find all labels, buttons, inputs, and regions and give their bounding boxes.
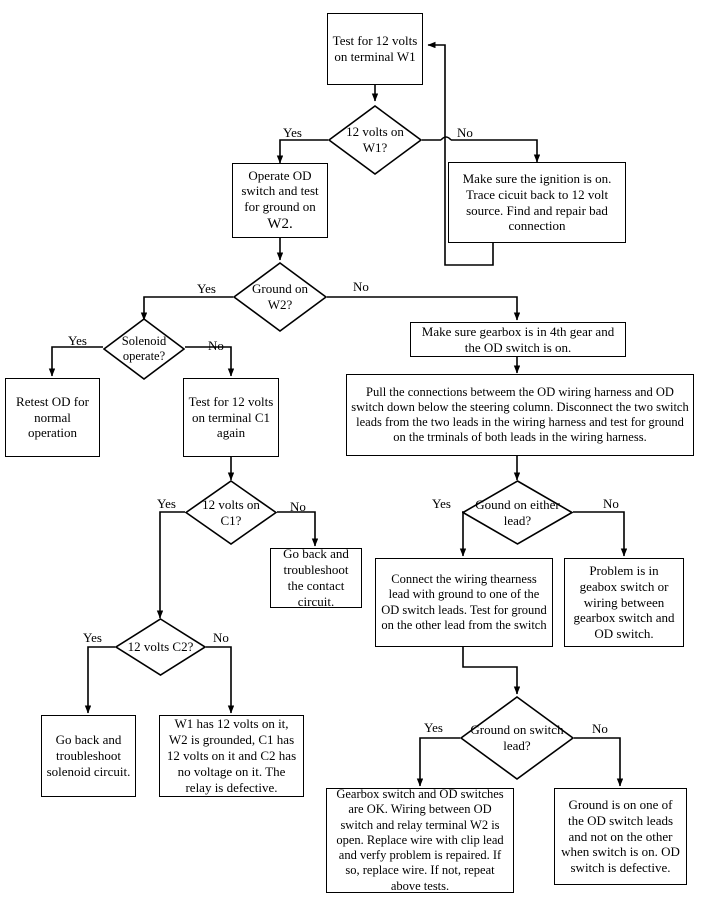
node-text: Solenoid operate? (121, 334, 167, 363)
edge-q12vw1-no-2 (451, 139, 541, 163)
node-test-12-volts-c1-again[interactable]: Test for 12 volts on terminal C1 again (183, 378, 279, 457)
node-text: Gearbox switch and OD switches are OK. W… (336, 787, 504, 893)
node-decision-ground-on-w2[interactable]: Ground on W2? (233, 262, 327, 332)
node-text: Make sure gearbox is in 4th gear and the… (421, 323, 615, 355)
node-make-sure-ignition-on[interactable]: Make sure the ignition is on. Trace cicu… (448, 162, 626, 243)
node-decision-12-volts-on-c1[interactable]: 12 volts on C1? (185, 480, 277, 545)
node-decision-gound-on-either-lead[interactable]: Gound on either lead? (462, 480, 573, 545)
edge-label-w2-no: No (353, 279, 369, 294)
node-text: Operate OD switch and test for ground on (241, 167, 319, 215)
node-text: Ground on W2? (252, 281, 308, 312)
edge-q12vc1-yes (156, 511, 185, 619)
node-go-back-solenoid-circuit[interactable]: Go back and troubleshoot solenoid circui… (41, 715, 136, 797)
node-decision-12-volts-c2[interactable]: 12 volts C2? (115, 618, 206, 676)
node-text: Test for 12 volts on terminal C1 again (188, 393, 274, 441)
node-connect-harness-lead[interactable]: Connect the wiring thearness lead with g… (375, 558, 553, 647)
diamond-shape (185, 480, 277, 545)
node-text: 12 volts on W1? (346, 124, 404, 155)
node-gearbox-and-od-switches-ok[interactable]: Gearbox switch and OD switches are OK. W… (326, 787, 514, 893)
edge-qgroundw2-yes (140, 296, 233, 321)
node-gearbox-4th-gear[interactable]: Make sure gearbox is in 4th gear and the… (410, 322, 626, 357)
edge-label-w2-yes: Yes (197, 281, 216, 296)
node-text: 12 volts on C1? (202, 496, 260, 528)
node-text-emphasis: W2. (267, 216, 293, 233)
node-decision-ground-on-switch-lead[interactable]: Ground on switch lead? (460, 696, 574, 780)
node-text: W1 has 12 volts on it, W2 is grounded, C… (166, 716, 297, 795)
edge-qgoundeither-no (573, 511, 628, 557)
node-text: Go back and troubleshoot solenoid circui… (46, 732, 131, 779)
node-text: Ground is on one of the OD switch leads … (561, 796, 680, 876)
diamond-shape (115, 618, 206, 676)
node-text: Gound on either lead? (475, 496, 560, 528)
node-text: Retest OD for normal operation (16, 393, 89, 441)
edge-qgroundswitchlead-no (574, 737, 624, 787)
edge-qsolenoid-yes (48, 346, 103, 377)
edge-q12vc1-no (277, 511, 319, 547)
node-relay-is-defective[interactable]: W1 has 12 volts on it, W2 is grounded, C… (159, 715, 304, 797)
diamond-shape (103, 318, 185, 380)
node-decision-solenoid-operate[interactable]: Solenoid operate? (103, 318, 185, 380)
edge-label-solenoid-yes: Yes (68, 333, 87, 348)
edge-qgroundswitchlead-yes (416, 737, 460, 787)
edge-label-solenoid-no: No (208, 338, 224, 353)
edge-label-either-yes: Yes (432, 496, 451, 511)
node-text: Go back and troubleshoot the contact cir… (283, 546, 349, 609)
edge-q12vw1-no-hop (440, 136, 452, 141)
node-text: Test for 12 volts on terminal W1 (332, 33, 418, 64)
node-go-back-contact-circuit[interactable]: Go back and troubleshoot the contact cir… (270, 546, 362, 609)
diamond-shape (233, 262, 327, 332)
edge-q12vc2-no (206, 646, 235, 714)
edge-label-c2-no: No (213, 630, 229, 645)
edge-q12vw1-yes (276, 139, 328, 164)
edge-label-c1-yes: Yes (157, 496, 176, 511)
node-decision-12-volts-on-w1[interactable]: 12 volts on W1? (328, 105, 422, 175)
edge-qgroundw2-no (327, 296, 521, 321)
node-text: Ground on switch lead? (470, 722, 564, 753)
edge-label-c2-yes: Yes (83, 630, 102, 645)
node-text: Problem is in geabox switch or wiring be… (573, 562, 675, 642)
edge-label-either-no: No (603, 496, 619, 511)
node-text: Pull the connections betweem the OD wiri… (351, 384, 689, 445)
node-text: Connect the wiring thearness lead with g… (381, 572, 547, 632)
edge-q12vc2-yes (84, 646, 115, 714)
node-retest-od-normal-operation[interactable]: Retest OD for normal operation (5, 378, 100, 457)
diamond-shape (462, 480, 573, 545)
diamond-shape (328, 105, 422, 175)
node-pull-connections[interactable]: Pull the connections betweem the OD wiri… (346, 374, 694, 456)
edge-label-w1-yes: Yes (283, 125, 302, 140)
node-problem-gearbox-switch[interactable]: Problem is in geabox switch or wiring be… (564, 558, 684, 647)
diamond-shape (460, 696, 574, 780)
edge-label-switchlead-no: No (592, 721, 608, 736)
node-text: Make sure the ignition is on. Trace cicu… (462, 170, 612, 234)
node-text: 12 volts C2? (127, 639, 194, 655)
edge-label-w1-no: No (457, 125, 473, 140)
edge-label-switchlead-yes: Yes (424, 720, 443, 735)
node-od-switch-defective[interactable]: Ground is on one of the OD switch leads … (554, 788, 687, 885)
edge-label-c1-no: No (290, 499, 306, 514)
node-operate-od-switch[interactable]: Operate OD switch and test for ground on… (232, 163, 328, 238)
node-test-for-12-volts-w1[interactable]: Test for 12 volts on terminal W1 (327, 13, 423, 85)
edge-connectharness-to-qgroundswitchlead (462, 647, 521, 695)
